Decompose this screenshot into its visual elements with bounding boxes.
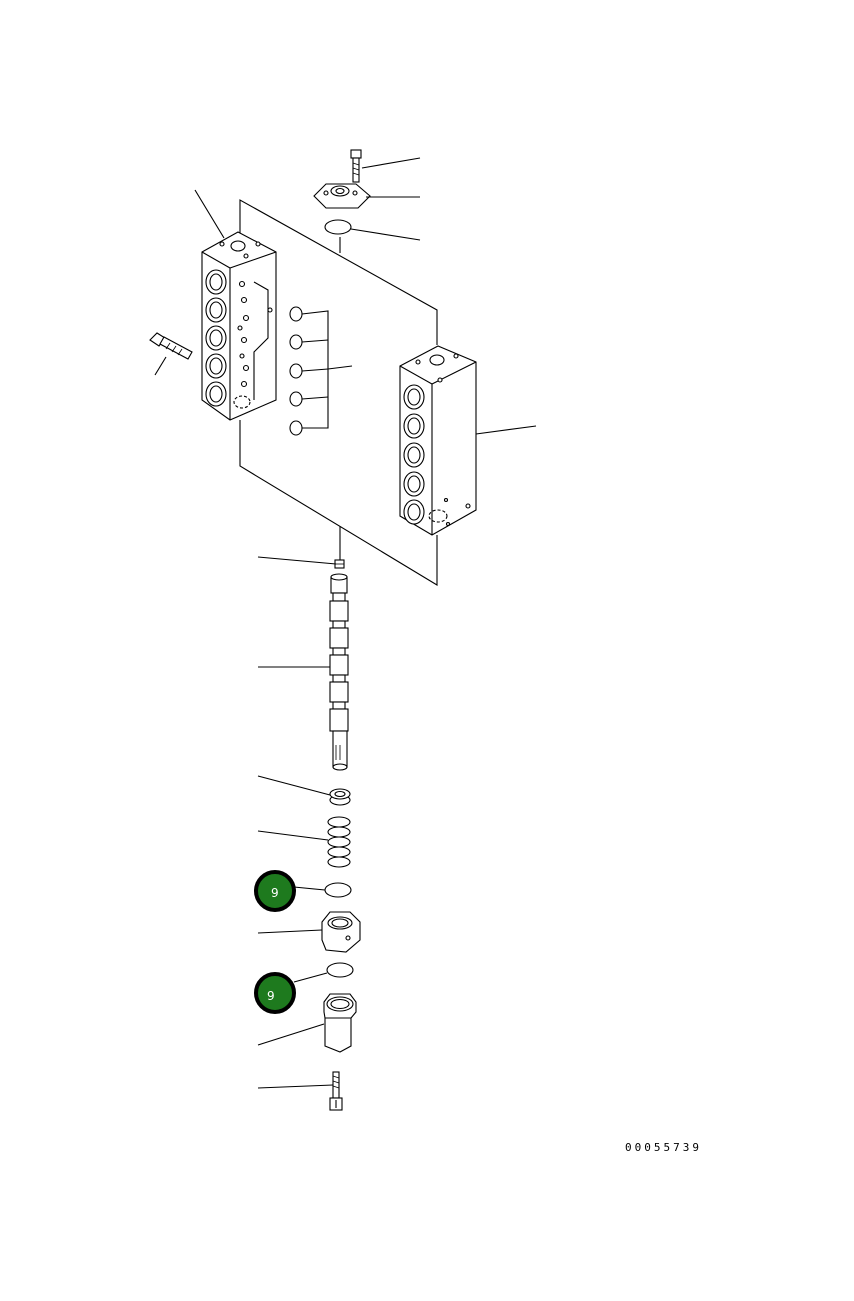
leader-valve-block-left (194, 189, 225, 239)
spacer-housing[interactable] (321, 911, 361, 953)
o-ring-lower-1[interactable] (324, 882, 352, 898)
plug-small[interactable] (334, 559, 345, 569)
leader-valve-block-right (475, 425, 537, 435)
leader-lines (154, 157, 537, 1089)
leader-side-bolt (154, 356, 167, 376)
badge-label: 9 (267, 989, 275, 1003)
spring[interactable] (327, 816, 351, 868)
leader-cap-bolt-bottom (257, 1084, 334, 1089)
valve-block-left[interactable] (201, 231, 277, 421)
top-flange[interactable] (313, 183, 371, 209)
cap-bolt-bottom[interactable] (329, 1071, 343, 1111)
assembly-line-top (239, 199, 438, 345)
leader-end-cap (257, 1023, 325, 1046)
top-o-ring[interactable] (324, 219, 352, 235)
o-ring-stack[interactable] (289, 306, 329, 436)
assembly-line-bottom (239, 420, 438, 586)
leader-o-ring-lower-1 (293, 886, 326, 891)
leader-spring (257, 830, 329, 841)
badge-label: 9 (271, 886, 279, 900)
leader-o-ring-lower-2 (293, 972, 328, 983)
drawing-number: 00055739 (625, 1141, 702, 1154)
assembly-lines (239, 199, 438, 586)
leader-spool-collar (257, 775, 331, 796)
cap-bolt-top[interactable] (350, 149, 362, 183)
end-cap[interactable] (323, 993, 357, 1053)
leader-cap-bolt-top (361, 157, 421, 169)
leader-o-ring-stack (327, 365, 353, 370)
spool-collar[interactable] (329, 788, 351, 806)
side-bolt[interactable] (149, 332, 193, 360)
badge-circle (254, 972, 296, 1014)
callout-badge-2[interactable]: 9 (254, 972, 296, 1014)
callout-badge-1[interactable]: 9 (254, 870, 296, 912)
leader-top-o-ring (350, 228, 421, 241)
badge-circle (254, 870, 296, 912)
o-ring-lower-2[interactable] (326, 962, 354, 978)
leader-plug-small (257, 556, 337, 565)
leader-spacer-housing (257, 929, 323, 934)
spool[interactable] (329, 573, 349, 771)
valve-block-right[interactable] (399, 345, 477, 536)
